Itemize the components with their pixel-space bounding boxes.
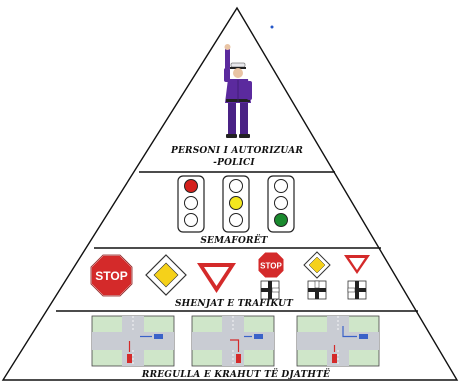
intersection-icon-2 (307, 280, 327, 300)
stop-sign-icon: STOP (90, 254, 133, 297)
priority-road-icon (145, 254, 187, 296)
police-officer-icon (224, 44, 252, 138)
svg-text:STOP: STOP (95, 269, 127, 283)
traffic-light-icon-yellow (222, 175, 250, 233)
traffic-light-icon-red (177, 175, 205, 233)
traffic-lights-tier-label: SEMAFORËT (200, 233, 268, 246)
police-tier-label-line2: -POLICI (213, 158, 255, 168)
stray-dot (270, 25, 274, 29)
intersection-icon-3 (347, 280, 367, 300)
yield-sign-icon (197, 263, 236, 293)
small-yield-sign-icon (344, 255, 370, 274)
intersection-diagram-1 (91, 315, 175, 367)
right-hand-rule-tier-label: RREGULLA E KRAHUT TË DJATHTË (141, 367, 330, 380)
intersection-diagram-3 (296, 315, 380, 367)
traffic-signs-tier-label: SHENJAT E TRAFIKUT (175, 299, 294, 309)
intersection-icon-1 (260, 280, 280, 300)
svg-text:STOP: STOP (260, 262, 282, 271)
small-priority-road-icon (303, 251, 331, 279)
intersection-diagram-2 (191, 315, 275, 367)
police-tier-label-line1: PERSONI I AUTORIZUAR (170, 146, 303, 156)
traffic-light-icon-green (267, 175, 295, 233)
small-stop-sign-icon: STOP (257, 251, 285, 279)
